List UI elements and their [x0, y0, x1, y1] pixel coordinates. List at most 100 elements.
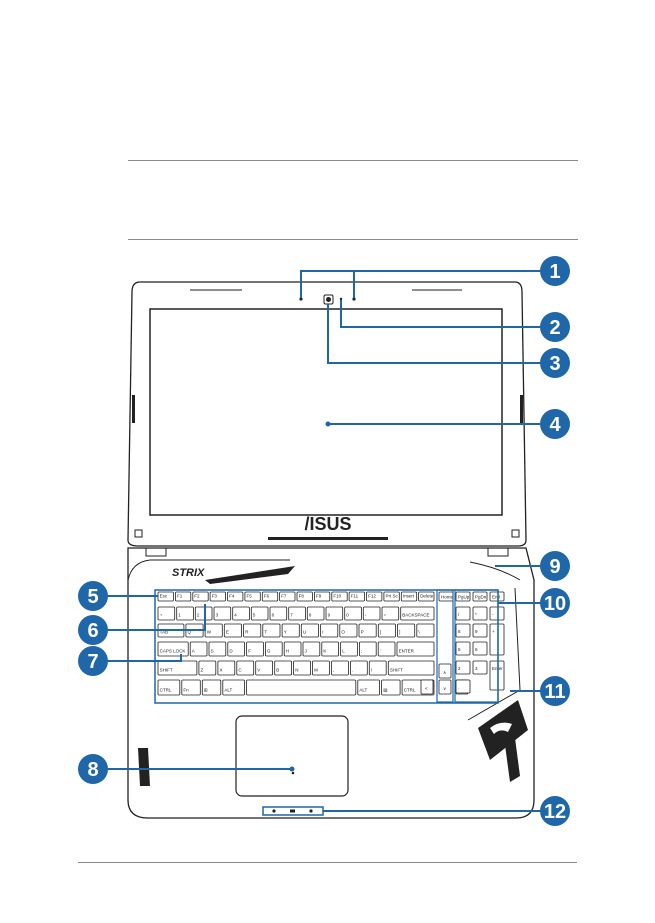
touchpad-center	[291, 771, 295, 775]
key-l: L	[340, 641, 358, 657]
key-cap	[489, 660, 505, 691]
hinge-right	[487, 548, 509, 557]
callout-number: 6	[87, 620, 98, 642]
callout-circle	[540, 348, 570, 378]
key-label: J	[305, 649, 307, 654]
key-label: D	[229, 649, 233, 654]
key-label: CAPS LOCK	[160, 649, 186, 654]
palmrest-vent-right	[505, 738, 520, 782]
key-cap	[236, 660, 255, 676]
base-contour-left	[127, 559, 290, 581]
arrow-key: <	[420, 679, 434, 695]
key-i: I	[320, 623, 339, 638]
callout-3: 3	[540, 348, 570, 378]
key-a: A	[189, 641, 208, 657]
key-z: Z	[198, 660, 217, 676]
lid-left-hinge-mark	[132, 395, 135, 423]
key-delete: Delete	[418, 591, 435, 602]
key-cap	[472, 591, 488, 602]
key-label: 8	[458, 629, 461, 634]
callout-circle	[78, 646, 108, 676]
numpad-key: 5	[455, 641, 471, 656]
key-cap	[344, 606, 362, 621]
callout-number: 9	[549, 556, 560, 578]
key-s: S	[208, 641, 227, 657]
key-label: ⊞	[204, 688, 208, 693]
key-2: 2	[194, 606, 213, 621]
key-cap	[418, 591, 435, 602]
key-cap	[312, 660, 330, 676]
key-cap	[293, 660, 311, 676]
key-5: 5	[250, 606, 269, 621]
key-label: U	[303, 630, 306, 635]
callout-5: 5	[78, 581, 108, 611]
key-cap	[331, 591, 348, 602]
lid-right-hinge-mark	[520, 395, 523, 423]
key-o: O	[339, 623, 358, 638]
key-f1: F1	[174, 591, 192, 602]
key-enter: ENTER	[396, 641, 435, 657]
callout-7: 7	[78, 646, 108, 676]
key-label: M	[314, 668, 318, 673]
key-label: B	[276, 668, 279, 673]
key-label: F	[248, 649, 251, 654]
key-label: ~	[160, 613, 163, 618]
key-label: 0	[346, 613, 349, 618]
key--: /	[368, 660, 387, 676]
key--: .	[349, 660, 368, 676]
key-label: ;	[361, 649, 362, 654]
key-label: I	[322, 630, 323, 635]
key--: =	[381, 606, 400, 621]
callout-circle	[540, 796, 570, 826]
key-cap	[362, 606, 381, 621]
key-cap	[381, 679, 401, 696]
key-cap	[300, 623, 319, 638]
key-cap	[455, 660, 471, 675]
bottom-rule	[78, 862, 577, 863]
callout-number: 1	[549, 261, 560, 283]
key-label: ALT	[359, 688, 367, 693]
key-p: P	[358, 623, 377, 638]
key-label: S	[211, 649, 214, 654]
base-contour-right	[469, 561, 521, 581]
key-n: N	[293, 660, 311, 676]
key-label: ▤	[383, 688, 388, 693]
key-cap	[387, 660, 435, 676]
key-label: 9	[328, 613, 331, 618]
key-label: 6	[272, 613, 275, 618]
lid-bottom-bar	[268, 537, 388, 540]
key--: [	[377, 623, 396, 638]
key-cap	[264, 641, 283, 657]
key-label: N	[295, 668, 298, 673]
lead-8-dot	[289, 766, 295, 772]
key-f10: F10	[331, 591, 348, 602]
arrow-key: ∧	[438, 663, 452, 679]
key-cap	[244, 591, 261, 602]
key-shift: SHIFT	[157, 660, 198, 676]
key-label: 3	[216, 613, 219, 618]
key-cap	[189, 641, 208, 657]
touchpad	[235, 715, 349, 797]
key-backspace: BACKSPACE	[400, 606, 435, 621]
key-x: X	[217, 660, 236, 676]
key-label: F11	[351, 594, 359, 599]
key-cap	[157, 641, 189, 657]
webcam-lens	[326, 297, 331, 302]
callout-number: 8	[87, 759, 98, 781]
callout-12: 12	[540, 796, 570, 826]
key-d: D	[227, 641, 246, 657]
key-label: -	[492, 612, 494, 617]
key-label: [	[380, 630, 382, 635]
key-cap	[455, 679, 471, 694]
key-label: Home	[441, 595, 454, 600]
key-label: V	[257, 668, 260, 673]
callout-number: 11	[544, 681, 565, 703]
key-label: Insert	[403, 594, 415, 599]
lead-3	[327, 304, 549, 364]
key-cap	[217, 660, 236, 676]
key-6: 6	[269, 606, 288, 621]
key-cap	[255, 660, 273, 676]
key-label: *	[475, 612, 477, 617]
top-rule	[128, 160, 578, 161]
